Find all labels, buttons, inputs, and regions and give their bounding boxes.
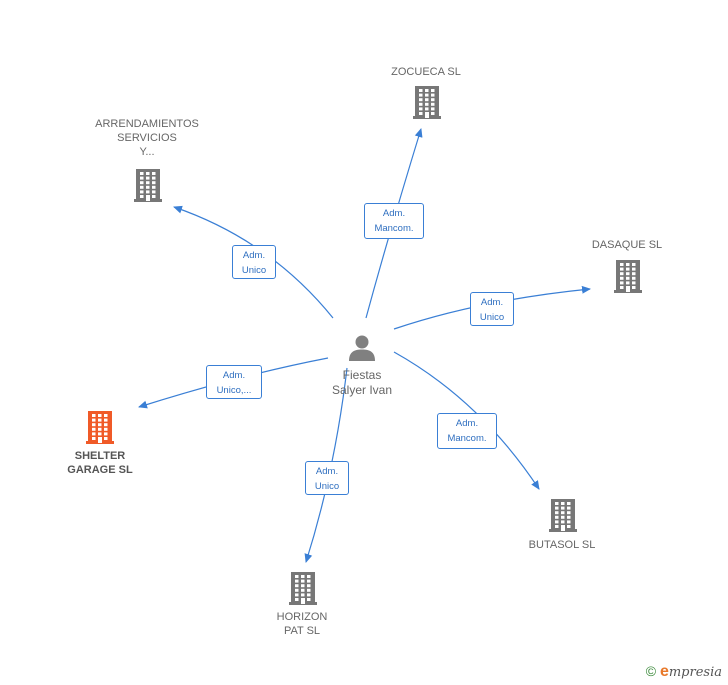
role-badge-dasaque[interactable]: Adm. Unico [470,292,514,326]
center-person-node[interactable]: Fiestas Salyer Ivan [320,330,404,400]
center-name-line1: Fiestas [342,368,382,382]
role-line2: Unico,... [216,385,252,396]
role-line2: Mancom. [447,433,487,444]
copyright-mark: © empresia [646,663,722,681]
center-name-line2: Salyer Ivan [331,383,393,397]
company-label-shelter[interactable]: SHELTER GARAGE SL [67,450,133,476]
building-icon-dasaque[interactable] [614,260,642,293]
role-line1: Adm. [222,370,246,381]
building-icon-arrendamientos[interactable] [134,169,162,202]
role-line1: Adm. [242,250,266,261]
role-line2: Unico [314,481,340,492]
company-label-butasol[interactable]: BUTASOL SL [528,539,596,551]
company-label-horizon[interactable]: HORIZON PAT SL [276,611,328,637]
company-label-dasaque[interactable]: DASAQUE SL [591,239,663,251]
building-icon-butasol[interactable] [549,499,577,532]
person-icon [348,333,376,361]
role-badge-arrendamientos[interactable]: Adm. Unico [232,245,276,279]
role-line1: Adm. [455,418,479,429]
role-line1: Adm. [382,208,406,219]
company-label-arrendamientos[interactable]: ARRENDAMIENTOS SERVICIOS Y... [95,118,199,158]
empresia-logo-text: mpresia [668,665,722,680]
role-badge-shelter[interactable]: Adm. Unico,... [206,365,262,399]
role-line2: Mancom. [374,223,414,234]
role-line1: Adm. [480,297,504,308]
role-line2: Unico [241,265,267,276]
role-badge-horizon[interactable]: Adm. Unico [305,461,349,495]
empresia-logo-initial: e [659,663,669,680]
role-badge-butasol[interactable]: Adm. Mancom. [437,413,497,449]
company-label-zocueca[interactable]: ZOCUECA SL [391,66,461,78]
copyright-icon: © [645,663,657,679]
building-icon-zocueca[interactable] [413,86,441,119]
role-line1: Adm. [315,466,339,477]
center-person-name: Fiestas Salyer Ivan [320,368,404,398]
role-line2: Unico [479,312,505,323]
building-icon-shelter[interactable] [86,411,114,444]
building-icon-horizon[interactable] [289,572,317,605]
edge-butasol [393,351,540,490]
role-badge-zocueca[interactable]: Adm. Mancom. [364,203,424,239]
